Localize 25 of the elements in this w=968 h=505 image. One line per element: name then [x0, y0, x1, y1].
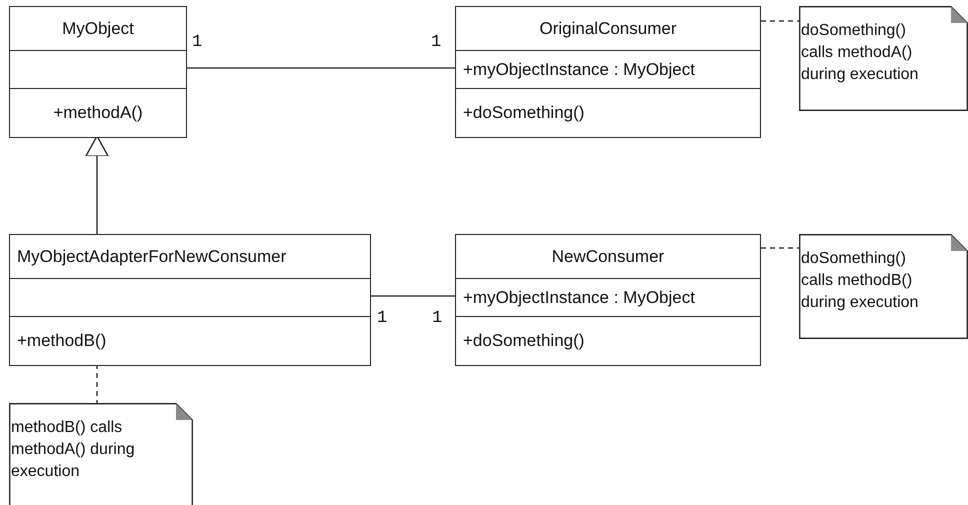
class-name: NewConsumer	[552, 246, 664, 266]
class-box	[9, 6, 187, 138]
class-box	[9, 234, 371, 366]
method-text: +doSomething()	[463, 331, 584, 351]
attribute-text: +myObjectInstance : MyObject	[463, 60, 695, 80]
class-box	[455, 6, 761, 138]
attribute-text: +myObjectInstance : MyObject	[463, 288, 695, 308]
association-line	[187, 67, 455, 69]
note-connector	[96, 364, 98, 403]
note-box	[799, 234, 968, 339]
method-text: +methodB()	[17, 331, 106, 351]
note-text: methodB() calls methodA() during execution	[11, 418, 136, 482]
note-text: doSomething() calls methodB() during execution	[801, 249, 920, 313]
note-connector	[761, 20, 799, 22]
class-name: MyObjectAdapterForNewConsumer	[17, 246, 286, 266]
class-name: MyObject	[62, 18, 134, 38]
method-text: +doSomething()	[463, 103, 584, 123]
association-line	[371, 295, 455, 297]
class-box	[455, 234, 761, 366]
note-box	[9, 403, 193, 505]
class-name: OriginalConsumer	[540, 18, 676, 38]
note-box	[799, 6, 968, 111]
method-text: +methodA()	[53, 103, 143, 123]
note-text: doSomething() calls methodA() during execution	[801, 21, 920, 85]
note-connector	[761, 247, 799, 249]
